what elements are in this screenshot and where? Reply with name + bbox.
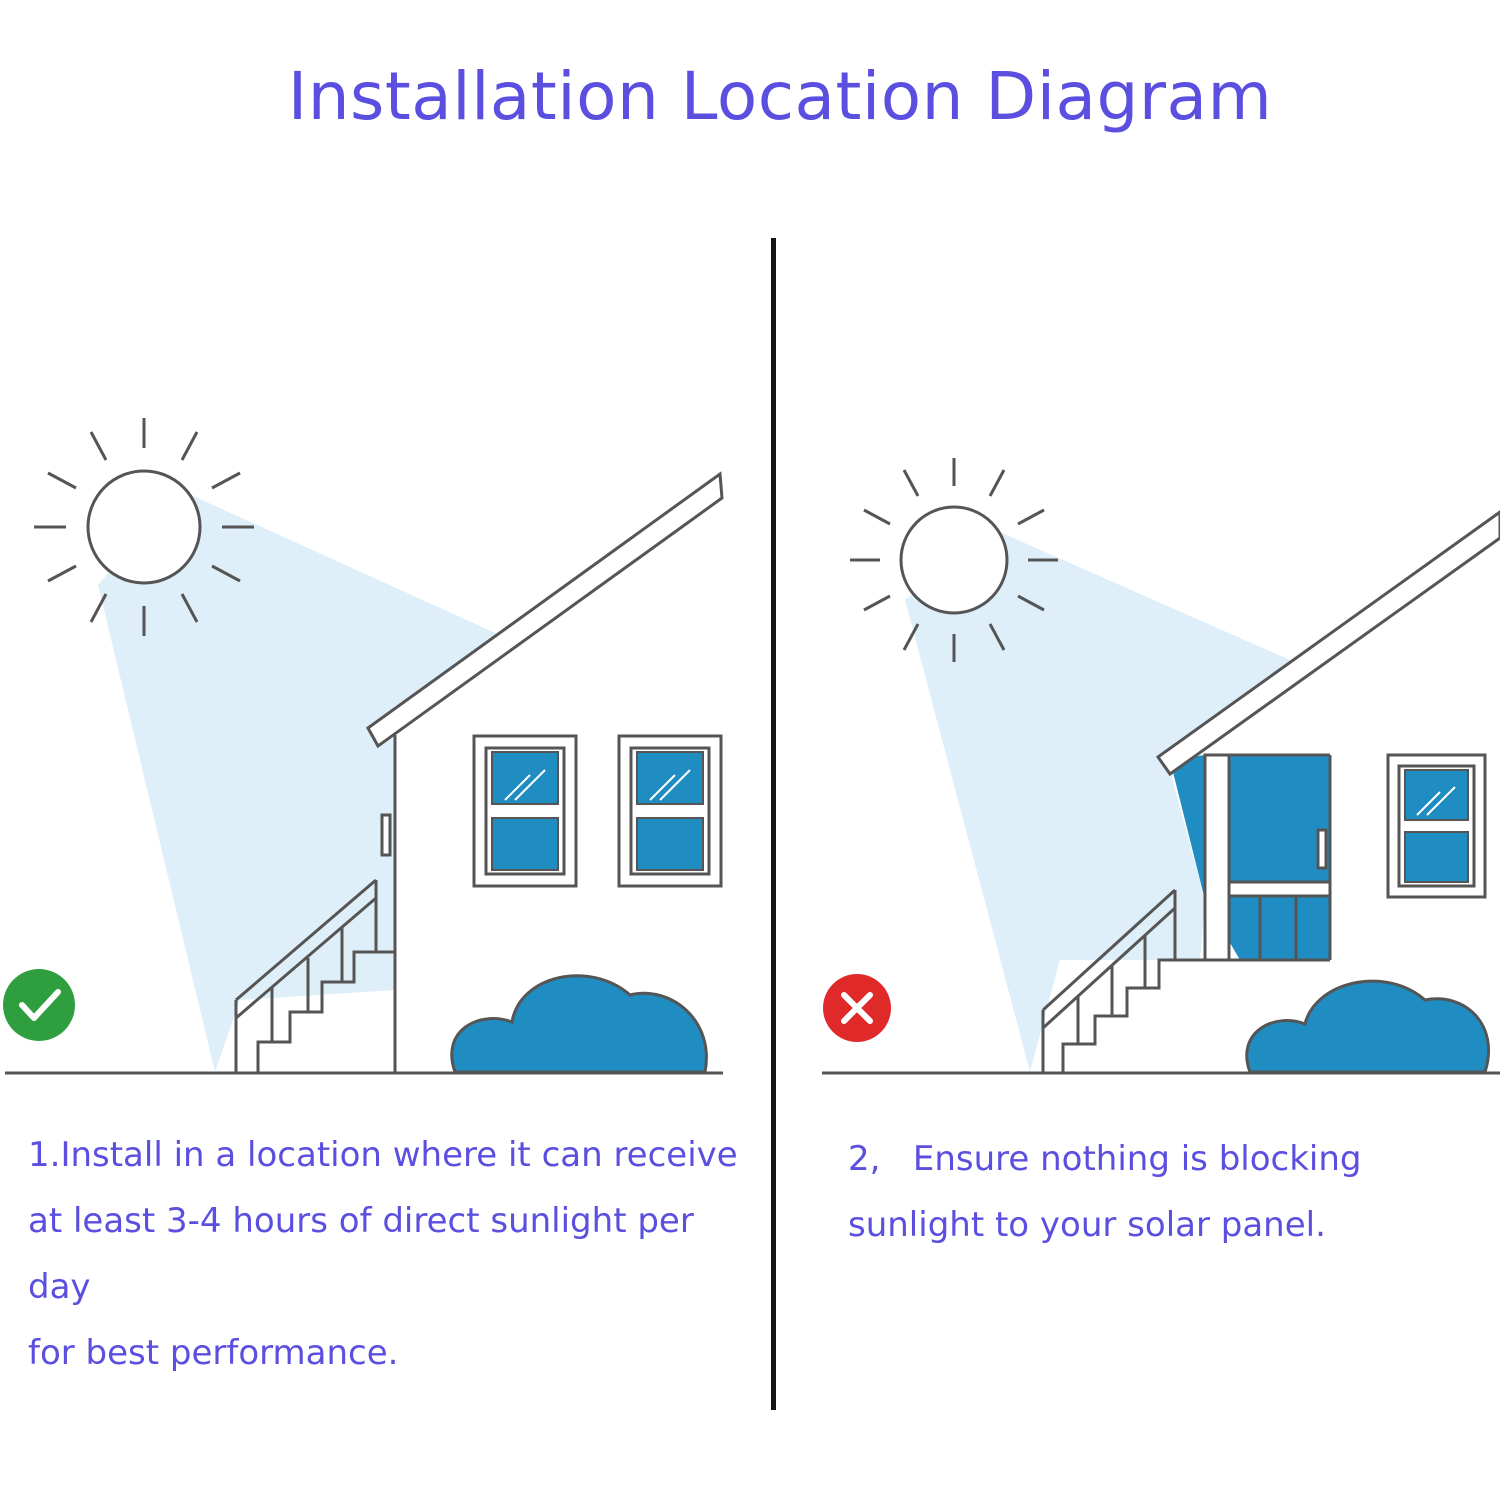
window [1386,753,1487,899]
sun-icon [34,418,254,636]
page-title: Installation Location Diagram [287,58,1273,135]
sunbeam [98,490,500,1072]
check-icon [3,969,75,1041]
stairs [1041,888,1330,1072]
caption-line: at least 3-4 hours of direct sunlight pe… [28,1201,694,1307]
caption-line: 2, Ensure nothing is blocking [848,1139,1362,1179]
good-placement-panel: 1.Install in a location where it can rec… [3,418,760,1386]
bush [450,974,708,1074]
sunbeam [905,530,1290,1072]
good-placement-illustration [3,418,724,1075]
stairs [234,878,395,1072]
cross-icon [823,974,891,1042]
panel-divider [771,238,776,1410]
bad-placement-illustration [822,458,1500,1075]
house [366,471,724,1072]
caption-line: sunlight to your solar panel. [848,1205,1326,1245]
bad-placement-caption: 2, Ensure nothing is blocking sunlight t… [848,1126,1362,1258]
window [617,734,723,888]
window [472,734,578,888]
bush [1245,979,1491,1074]
caption-line: for best performance. [28,1333,399,1373]
house [1155,510,1500,962]
caption-line: 1.Install in a location where it can rec… [28,1135,738,1175]
bad-placement-panel [790,0,1500,1500]
sun-icon [850,458,1058,662]
good-placement-caption: 1.Install in a location where it can rec… [28,1122,760,1386]
